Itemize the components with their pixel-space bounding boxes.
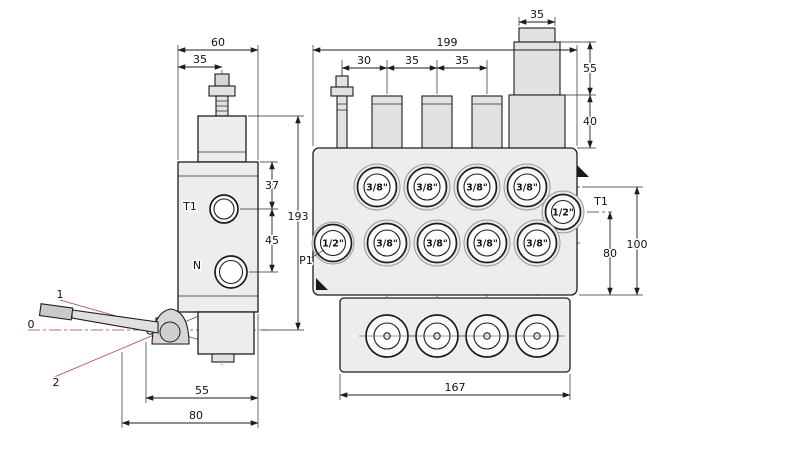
thread-lines (216, 100, 228, 112)
dim-t1-height-80: 80 (579, 211, 643, 296)
work-port-bore (363, 173, 391, 201)
lever-assembly: 1 0 2 (26, 287, 159, 391)
body-detail-lines (178, 175, 258, 297)
work-port-bore (463, 173, 491, 201)
spool-cap-3 (471, 95, 503, 149)
spool-cap-1 (371, 95, 403, 149)
n-port-label: N (193, 259, 201, 272)
left-valve-body (146, 73, 259, 363)
n-port-bore (218, 259, 244, 285)
spool-end-circles (359, 314, 565, 358)
left-view-ports: T1 N (181, 194, 248, 289)
lever-position-label-1: 1 (57, 288, 64, 301)
dim-text-80: 80 (189, 409, 203, 422)
work-port-bore (473, 229, 501, 257)
work-port-bore (513, 173, 541, 201)
dim-cap-width-35: 35 (518, 7, 556, 26)
dim-width-199: 199 (312, 35, 578, 146)
port-size-label: 3/8" (416, 183, 438, 194)
dim-height-193: 193 (248, 115, 310, 331)
dim-base-width-167: 167 (339, 374, 571, 400)
dim-cap-height-55: 55 (557, 41, 599, 96)
relief-screw-locknut (208, 85, 236, 97)
datum-triangle-top-right (577, 165, 589, 177)
p1-label: P1 (299, 254, 313, 267)
relief-screw-cap (214, 73, 230, 87)
right-view: 3/8" 3/8" 3/8" 3/8" 1/2" T1 1/2" P1 (298, 7, 649, 400)
bottom-stub (211, 353, 235, 363)
work-port-bore (373, 229, 401, 257)
dim-text-100: 100 (627, 238, 648, 251)
bottom-port-row: 1/2" P1 3/8" 3/8" 3/8" 3/8" (298, 219, 561, 269)
port-size-label: 1/2" (552, 208, 574, 219)
port-size-label: 3/8" (516, 183, 538, 194)
left-view-dimensions: 60 35 37 45 193 (121, 35, 310, 428)
work-port-bore (423, 229, 451, 257)
dim-width-60: 60 (177, 35, 259, 160)
dim-text-80: 80 (603, 247, 617, 260)
port-size-label: 3/8" (526, 239, 548, 250)
dim-text-35: 35 (193, 53, 207, 66)
work-port-bore (413, 173, 441, 201)
t1-port-label: T1 (182, 200, 197, 213)
dim-text-30: 30 (357, 54, 371, 67)
dim-body-height-100: 100 (582, 186, 649, 296)
dim-text-37: 37 (265, 179, 279, 192)
port-size-label: 3/8" (376, 239, 398, 250)
cartridge-base (508, 94, 566, 149)
lever-position-label-0: 0 (28, 318, 35, 331)
dim-text-55: 55 (583, 62, 597, 75)
port-size-label: 1/2" (322, 239, 344, 250)
relief-valve-cap (335, 75, 349, 88)
datum-triangle-bottom-left (316, 278, 328, 290)
t1-label: T1 (593, 195, 608, 208)
dim-text-55: 55 (195, 384, 209, 397)
dim-n-offset-45: 45 (249, 208, 281, 273)
dim-text-35b: 35 (455, 54, 469, 67)
work-port-bore (523, 229, 551, 257)
top-port-row: 3/8" 3/8" 3/8" 3/8" 1/2" T1 (353, 163, 609, 234)
lever-position-label-2: 2 (53, 376, 60, 389)
dim-text-cap-35: 35 (530, 8, 544, 21)
dim-spool-pitches: 30 35 35 (341, 53, 488, 94)
port-size-label: 3/8" (366, 183, 388, 194)
dim-text-35a: 35 (405, 54, 419, 67)
dim-lever-total-80: 80 (121, 352, 259, 428)
dim-text-60: 60 (211, 36, 225, 49)
relief-valve-locknut (330, 86, 354, 97)
dim-cap-base-40: 40 (577, 94, 599, 149)
cartridge-top (518, 27, 556, 43)
left-view: 1 0 2 T1 N 60 35 (26, 35, 310, 428)
dim-text-40: 40 (583, 115, 597, 128)
p1-leader-line (310, 249, 325, 259)
dim-text-199: 199 (437, 36, 458, 49)
ball-joint (159, 321, 181, 343)
dim-text-45: 45 (265, 234, 279, 247)
upper-housing (197, 115, 247, 163)
port-size-label: 3/8" (466, 183, 488, 194)
dim-screw-offset-35: 35 (177, 52, 223, 70)
right-view-dimensions: 199 35 30 35 35 55 (312, 7, 649, 400)
port-size-label: 3/8" (426, 239, 448, 250)
lower-body (197, 311, 255, 355)
lever-arm (71, 309, 159, 334)
bottom-block (339, 297, 571, 373)
dim-lever-offset-55: 55 (145, 314, 259, 428)
relief-thread-lines (337, 103, 347, 111)
t1-port-bore (213, 198, 235, 220)
dim-text-193: 193 (288, 210, 309, 223)
port-size-label: 3/8" (476, 239, 498, 250)
main-body (177, 161, 259, 313)
t1-return-port-bore (550, 199, 576, 225)
lever-grip (38, 303, 74, 321)
dim-text-167: 167 (445, 381, 466, 394)
p1-pressure-port-bore (319, 229, 347, 257)
